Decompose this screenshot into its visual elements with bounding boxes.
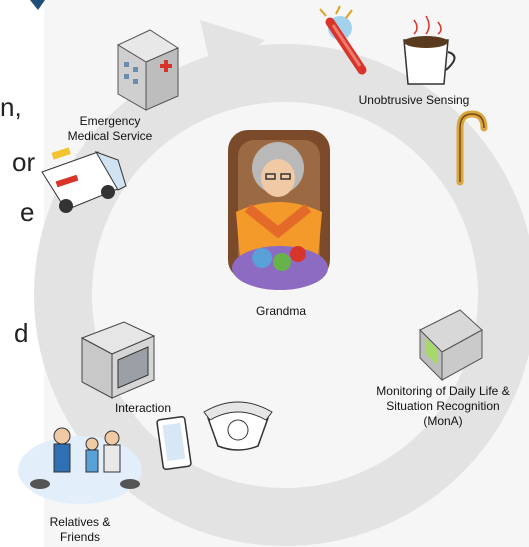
text-fragment-2: or — [12, 147, 36, 177]
text-fragment-4: d — [14, 318, 29, 348]
family-illustration — [18, 427, 142, 504]
emergency-label-line2: Medical Service — [68, 129, 153, 143]
text-fragment-1: n, — [0, 92, 22, 122]
telephone-icon — [203, 401, 273, 451]
ambulance-icon — [41, 147, 127, 213]
emergency-label-line1: Emergency — [80, 114, 141, 128]
ring-arrowhead-icon — [200, 20, 265, 85]
walking-cane-icon — [456, 110, 488, 186]
hospital-building-icon — [116, 29, 180, 111]
sensing-label: Unobtrusive Sensing — [359, 93, 470, 107]
ring — [34, 44, 529, 546]
relatives-label-line1: Relatives & — [50, 515, 111, 529]
computer-monitor-icon — [80, 321, 156, 399]
grandma-illustration — [228, 130, 330, 290]
coffee-cup-icon — [403, 15, 456, 85]
monitoring-label-line3: (MonA) — [423, 414, 462, 428]
interaction-label: Interaction — [115, 401, 171, 415]
relatives-label-line2: Friends — [60, 530, 100, 544]
monitoring-label-line2: Situation Recognition — [386, 399, 499, 413]
monitoring-device-icon — [419, 309, 483, 382]
monitoring-label-line1: Monitoring of Daily Life & — [376, 384, 509, 398]
thermometer-icon — [319, 5, 367, 75]
tablet-device-icon — [156, 415, 192, 471]
grandma-label: Grandma — [256, 304, 306, 318]
corner-mark — [30, 0, 45, 10]
text-fragment-3: e — [20, 197, 35, 227]
